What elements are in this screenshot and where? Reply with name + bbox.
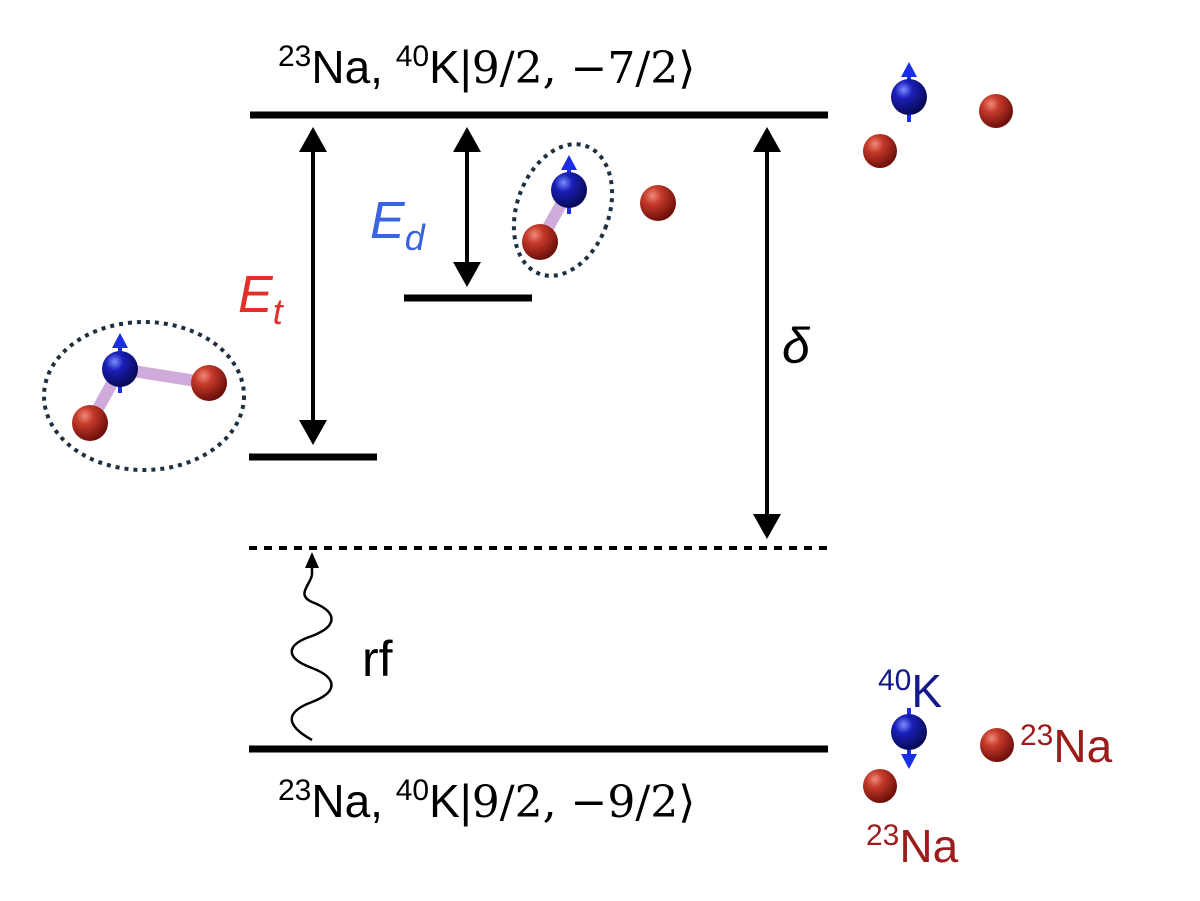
k-atom-mass: 40 [878,664,911,697]
dimer-molecule [511,142,676,278]
detuning-label: δ [782,318,811,374]
na-atom-icon [522,224,558,260]
k-atom-icon [891,714,927,750]
upper-na-symbol: Na, [311,41,395,93]
free-atoms-lower [863,708,1014,803]
upper-level-label: 23Na, 40K|9/2, −7/2⟩ [278,40,695,94]
upper-k-symbol: K| [429,41,472,93]
trimer-energy-sub: t [273,291,285,332]
na-atom-label-bottom: 23Na [866,819,959,872]
trimer-dashed-ellipse [42,320,246,472]
upper-ket: 9/2, −7/2⟩ [472,43,696,94]
k-atom-icon [551,172,587,208]
dimer-energy-main: E [370,192,406,250]
lower-k-symbol: K| [429,775,472,827]
rf-photon-arrow [290,552,333,742]
k-atom-symbol: K [911,665,942,717]
free-atoms-upper [863,62,1013,168]
na-atom-icon [979,94,1013,128]
na-atom-icon [863,769,897,803]
dimer-dashed-ellipse [511,142,615,278]
k-atom-icon [891,79,927,115]
na-atom-icon [980,728,1014,762]
dimer-energy-sub: d [405,217,426,258]
na-atom-icon [72,405,108,441]
na-right-mass: 23 [1020,719,1053,752]
lower-na-mass: 23 [278,774,311,807]
upper-na-mass: 23 [278,40,311,73]
k-atom-label: 40K [878,664,942,717]
dimer-energy-arrow [453,127,481,287]
na-bottom-mass: 23 [866,819,899,852]
na-atom-icon [191,365,227,401]
trimer-energy-label: Et [238,266,285,332]
trimer-energy-main: E [238,266,274,324]
lower-ket: 9/2, −9/2⟩ [472,777,696,828]
na-atom-label-right: 23Na [1020,719,1113,772]
trimer-molecule [42,320,246,472]
rf-label: rf [362,631,393,687]
dimer-energy-label: Ed [370,192,426,258]
k-atom-icon [102,351,138,387]
na-atom-icon [640,185,676,221]
upper-k-mass: 40 [396,40,429,73]
lower-na-symbol: Na, [311,775,395,827]
na-bottom-symbol: Na [899,820,958,872]
trimer-energy-arrow [299,127,327,445]
lower-level-label: 23Na, 40K|9/2, −9/2⟩ [278,774,695,828]
lower-k-mass: 40 [396,774,429,807]
na-atom-icon [863,134,897,168]
detuning-arrow [753,127,781,539]
na-right-symbol: Na [1053,720,1112,772]
